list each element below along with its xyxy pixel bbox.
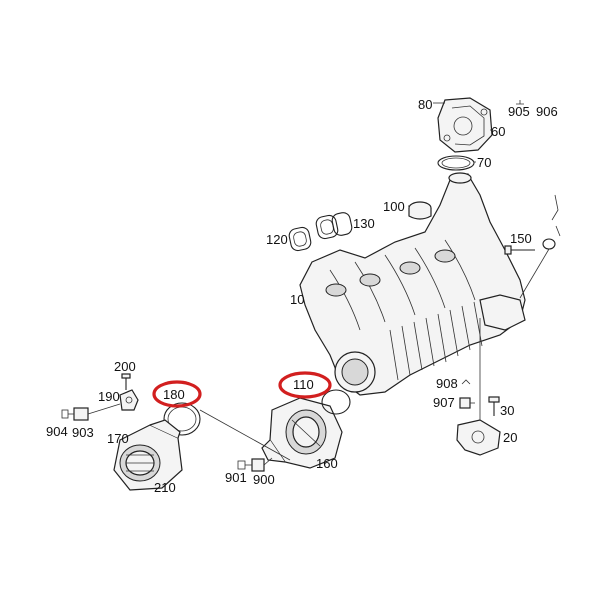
label-110: 110 bbox=[293, 377, 314, 392]
label-20: 20 bbox=[503, 430, 517, 445]
connector-part-903 bbox=[73, 403, 121, 421]
label-901: 901 bbox=[225, 470, 247, 485]
cap-part-100 bbox=[408, 201, 432, 220]
label-900: 900 bbox=[253, 472, 275, 487]
highlight-circle-180 bbox=[152, 380, 202, 408]
label-170: 170 bbox=[107, 431, 129, 446]
label-907: 907 bbox=[433, 395, 455, 410]
clip-part-904 bbox=[61, 409, 74, 419]
label-904: 904 bbox=[46, 424, 68, 439]
label-30: 30 bbox=[500, 403, 514, 418]
flange-part-60 bbox=[437, 97, 493, 153]
label-70: 70 bbox=[477, 155, 491, 170]
label-160: 160 bbox=[316, 456, 338, 471]
gasket-part-120 bbox=[288, 226, 312, 252]
throttle-body-160 bbox=[261, 397, 343, 469]
seal-ring-70 bbox=[437, 155, 475, 171]
screw-part-200 bbox=[121, 373, 131, 390]
clip-part-901 bbox=[237, 460, 252, 470]
label-210: 210 bbox=[154, 480, 176, 495]
bolt-part-30 bbox=[488, 396, 500, 416]
intake-manifold-10 bbox=[299, 172, 526, 396]
label-200: 200 bbox=[114, 359, 136, 374]
label-903: 903 bbox=[72, 425, 94, 440]
label-10: 10 bbox=[290, 292, 304, 307]
bolt-part-150 bbox=[504, 245, 535, 255]
bracket-part-20 bbox=[456, 419, 501, 456]
label-908: 908 bbox=[436, 376, 458, 391]
actuator-part-210 bbox=[113, 419, 183, 491]
highlight-circle-110 bbox=[278, 371, 332, 399]
label-80: 80 bbox=[418, 97, 432, 112]
label-130: 130 bbox=[353, 216, 375, 231]
clip-part-908 bbox=[461, 379, 471, 385]
label-60: 60 bbox=[491, 124, 505, 139]
label-120: 120 bbox=[266, 232, 288, 247]
gasket-part-130 bbox=[315, 212, 353, 240]
label-906: 906 bbox=[536, 104, 558, 119]
label-150: 150 bbox=[510, 231, 532, 246]
connector-part-907 bbox=[459, 397, 475, 409]
label-100: 100 bbox=[383, 199, 405, 214]
label-180: 180 bbox=[163, 387, 185, 402]
sensor-part-190 bbox=[119, 389, 139, 411]
o-ring-right bbox=[542, 238, 556, 250]
seal-ring-110 bbox=[321, 389, 351, 415]
label-190: 190 bbox=[98, 389, 120, 404]
label-905: 905 bbox=[508, 104, 530, 119]
